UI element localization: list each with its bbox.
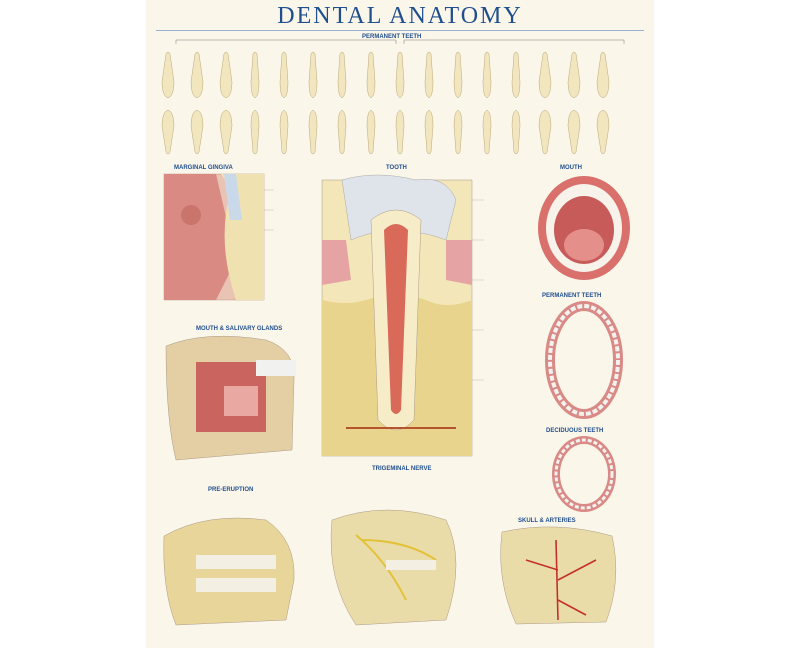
lower-tooth bbox=[161, 109, 175, 155]
title-band: DENTAL ANATOMY bbox=[146, 0, 654, 34]
lower-tooth bbox=[424, 109, 434, 155]
illustration-canvas bbox=[161, 39, 630, 626]
mouth-salivary-label: MOUTH & SALIVARY GLANDS bbox=[196, 326, 283, 332]
teeth-row-brackets bbox=[175, 39, 625, 44]
lower-tooth bbox=[250, 109, 260, 155]
upper-teeth-row bbox=[161, 51, 610, 99]
marginal-gingiva-label: MARGINAL GINGIVA bbox=[174, 165, 233, 171]
deciduous-teeth-label: DECIDUOUS TEETH bbox=[546, 428, 604, 434]
lower-tooth bbox=[453, 109, 463, 155]
pre-eruption-label: PRE-ERUPTION bbox=[208, 487, 254, 493]
upper-tooth bbox=[250, 51, 260, 99]
mouth-label: MOUTH bbox=[560, 165, 582, 171]
lower-tooth bbox=[190, 109, 204, 155]
deciduous-teeth-arch bbox=[552, 436, 616, 512]
upper-tooth bbox=[511, 51, 521, 99]
upper-tooth bbox=[538, 51, 552, 99]
lower-tooth bbox=[337, 109, 347, 155]
salivary-glands-illustration bbox=[165, 335, 296, 461]
page-title: DENTAL ANATOMY bbox=[277, 3, 523, 29]
permanent-teeth-top-label: PERMANENT TEETH bbox=[362, 34, 422, 40]
marginal-gingiva-illustration bbox=[163, 173, 265, 301]
upper-tooth bbox=[424, 51, 434, 99]
lower-tooth bbox=[482, 109, 492, 155]
upper-tooth bbox=[567, 51, 581, 99]
trigeminal-nerve-illustration bbox=[330, 509, 457, 626]
lower-tooth bbox=[308, 109, 318, 155]
pre-eruption-jaw-illustration bbox=[163, 517, 295, 626]
upper-tooth bbox=[161, 51, 175, 99]
title-rule bbox=[156, 30, 644, 31]
lower-tooth bbox=[567, 109, 581, 155]
upper-tooth bbox=[453, 51, 463, 99]
tooth-label: TOOTH bbox=[386, 165, 407, 171]
skull-arteries-illustration bbox=[500, 526, 617, 625]
lower-tooth bbox=[596, 109, 610, 155]
permanent-teeth-arch bbox=[545, 301, 623, 419]
lower-tooth bbox=[279, 109, 289, 155]
upper-tooth bbox=[308, 51, 318, 99]
open-mouth-illustration bbox=[538, 176, 630, 280]
upper-tooth bbox=[482, 51, 492, 99]
upper-tooth bbox=[279, 51, 289, 99]
upper-tooth bbox=[337, 51, 347, 99]
upper-tooth bbox=[395, 51, 405, 99]
trigeminal-nerve-label: TRIGEMINAL NERVE bbox=[372, 466, 432, 472]
lower-teeth-row bbox=[161, 109, 610, 155]
label-leader-lines bbox=[264, 189, 484, 381]
upper-tooth bbox=[190, 51, 204, 99]
lower-tooth bbox=[366, 109, 376, 155]
lower-tooth bbox=[219, 109, 233, 155]
upper-tooth bbox=[219, 51, 233, 99]
upper-tooth bbox=[366, 51, 376, 99]
tooth-cross-section bbox=[321, 174, 473, 457]
permanent-teeth-label: PERMANENT TEETH bbox=[542, 293, 602, 299]
poster: DENTAL ANATOMY bbox=[146, 0, 654, 648]
lower-tooth bbox=[395, 109, 405, 155]
upper-tooth bbox=[596, 51, 610, 99]
lower-tooth bbox=[511, 109, 521, 155]
lower-tooth bbox=[538, 109, 552, 155]
skull-arteries-label: SKULL & ARTERIES bbox=[518, 518, 576, 524]
